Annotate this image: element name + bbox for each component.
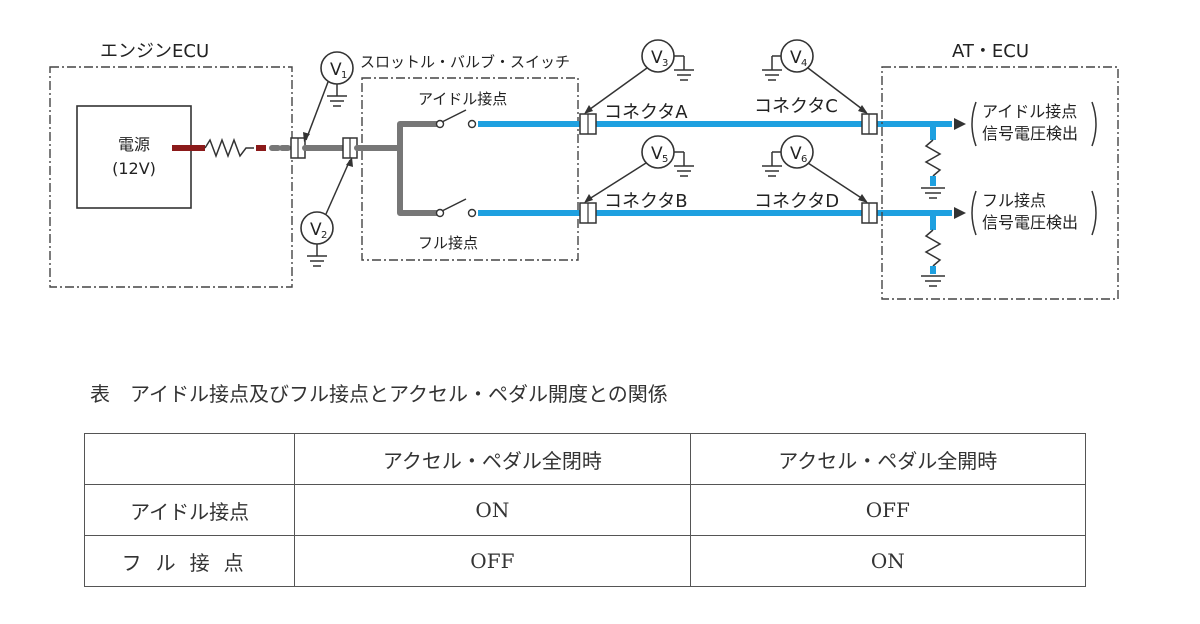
svg-text:V: V [790,48,802,68]
contact-state-table: アクセル・ペダル全閉時 アクセル・ペダル全開時 アイドル接点 ON OFF フル… [83,433,1087,587]
svg-text:6: 6 [801,154,807,165]
voltmeter-v5: V 5 [584,135,694,203]
full-contact-label: フル接点 [418,234,478,252]
full-output-line1: フル接点 [982,191,1046,210]
voltmeter-v6: V 6 [762,135,868,203]
row-label-full: フル接点 [83,535,296,587]
signal-wires [478,121,952,216]
row-label-idle: アイドル接点 [83,484,296,536]
header-pedal-open: アクセル・ペダル全開時 [689,433,1087,485]
engine-ecu-block: エンジンECU 電源 (12V) [49,41,293,288]
voltmeter-v4: V 4 [762,39,868,114]
power-source-label: 電源 [118,135,150,154]
svg-text:V: V [651,144,663,164]
idle-contact-point-a [435,119,445,129]
table-header-row: アクセル・ペダル全閉時 アクセル・ペダル全開時 [83,433,1087,485]
svg-text:V: V [651,48,663,68]
connector-c-label: コネクタC [754,96,838,117]
table-caption: 表 アイドル接点及びフル接点とアクセル・ペダル開度との関係 [90,382,668,406]
full-contact-point-b [467,208,477,218]
table-row: アイドル接点 ON OFF [83,484,1087,536]
throttle-switch-outline [361,77,579,261]
cell-idle-closed: ON [294,484,691,536]
idle-output-line1: アイドル接点 [982,102,1077,121]
connector-a-label: コネクタA [604,102,688,123]
full-pulldown-resistor [924,229,942,267]
table-row: フル接点 OFF ON [83,535,1087,587]
power-source-box [76,105,192,209]
voltmeter-v2: V 2 [300,157,353,267]
engine-ecu-title: エンジンECU [100,41,209,62]
full-output-line2: 信号電圧検出 [982,213,1078,232]
at-ecu-block: AT・ECU アイドル接点 信号電圧検出 フル接点 信号電圧検出 [881,41,1119,300]
cell-full-closed: OFF [294,535,691,587]
cell-full-open: ON [689,535,1087,587]
svg-text:V: V [310,220,322,240]
idle-contact-point-b [467,119,477,129]
connectors: コネクタA コネクタB コネクタC コネクタD [579,96,878,224]
svg-text:5: 5 [662,154,668,165]
throttle-switch-title: スロットル・バルブ・スイッチ [360,53,570,71]
full-contact-point-a [435,208,445,218]
wiring-diagram: エンジンECU 電源 (12V) スロットル・バルブ・スイッチ アイドル接点 フ… [49,39,1119,300]
idle-pulldown-resistor [924,139,942,177]
table-corner-cell [83,433,296,485]
svg-text:2: 2 [321,230,327,241]
power-wire [172,137,293,159]
connector-d-label: コネクタD [754,191,839,212]
cell-idle-open: OFF [689,484,1087,536]
voltmeter-v3: V 3 [584,39,694,114]
resistor-symbol [204,137,254,159]
engine-ecu-outline [49,66,293,288]
at-ecu-title: AT・ECU [952,41,1029,62]
idle-output-line2: 信号電圧検出 [982,124,1078,143]
svg-text:4: 4 [801,58,807,69]
power-source-voltage: (12V) [112,159,156,178]
svg-text:V: V [790,144,802,164]
svg-text:1: 1 [341,70,347,81]
throttle-switch-block: スロットル・バルブ・スイッチ アイドル接点 フル接点 [354,53,579,261]
full-contact-blade [441,198,467,212]
svg-text:3: 3 [662,58,668,69]
header-pedal-closed: アクセル・ペダル全閉時 [294,433,691,485]
svg-text:V: V [330,60,342,80]
voltmeter-v1: V 1 [303,51,354,142]
idle-contact-label: アイドル接点 [418,90,507,108]
connector-b-label: コネクタB [604,191,688,212]
at-ecu-outline [881,66,1119,300]
idle-contact-blade [441,109,467,123]
switch-internal-wire [354,121,440,216]
